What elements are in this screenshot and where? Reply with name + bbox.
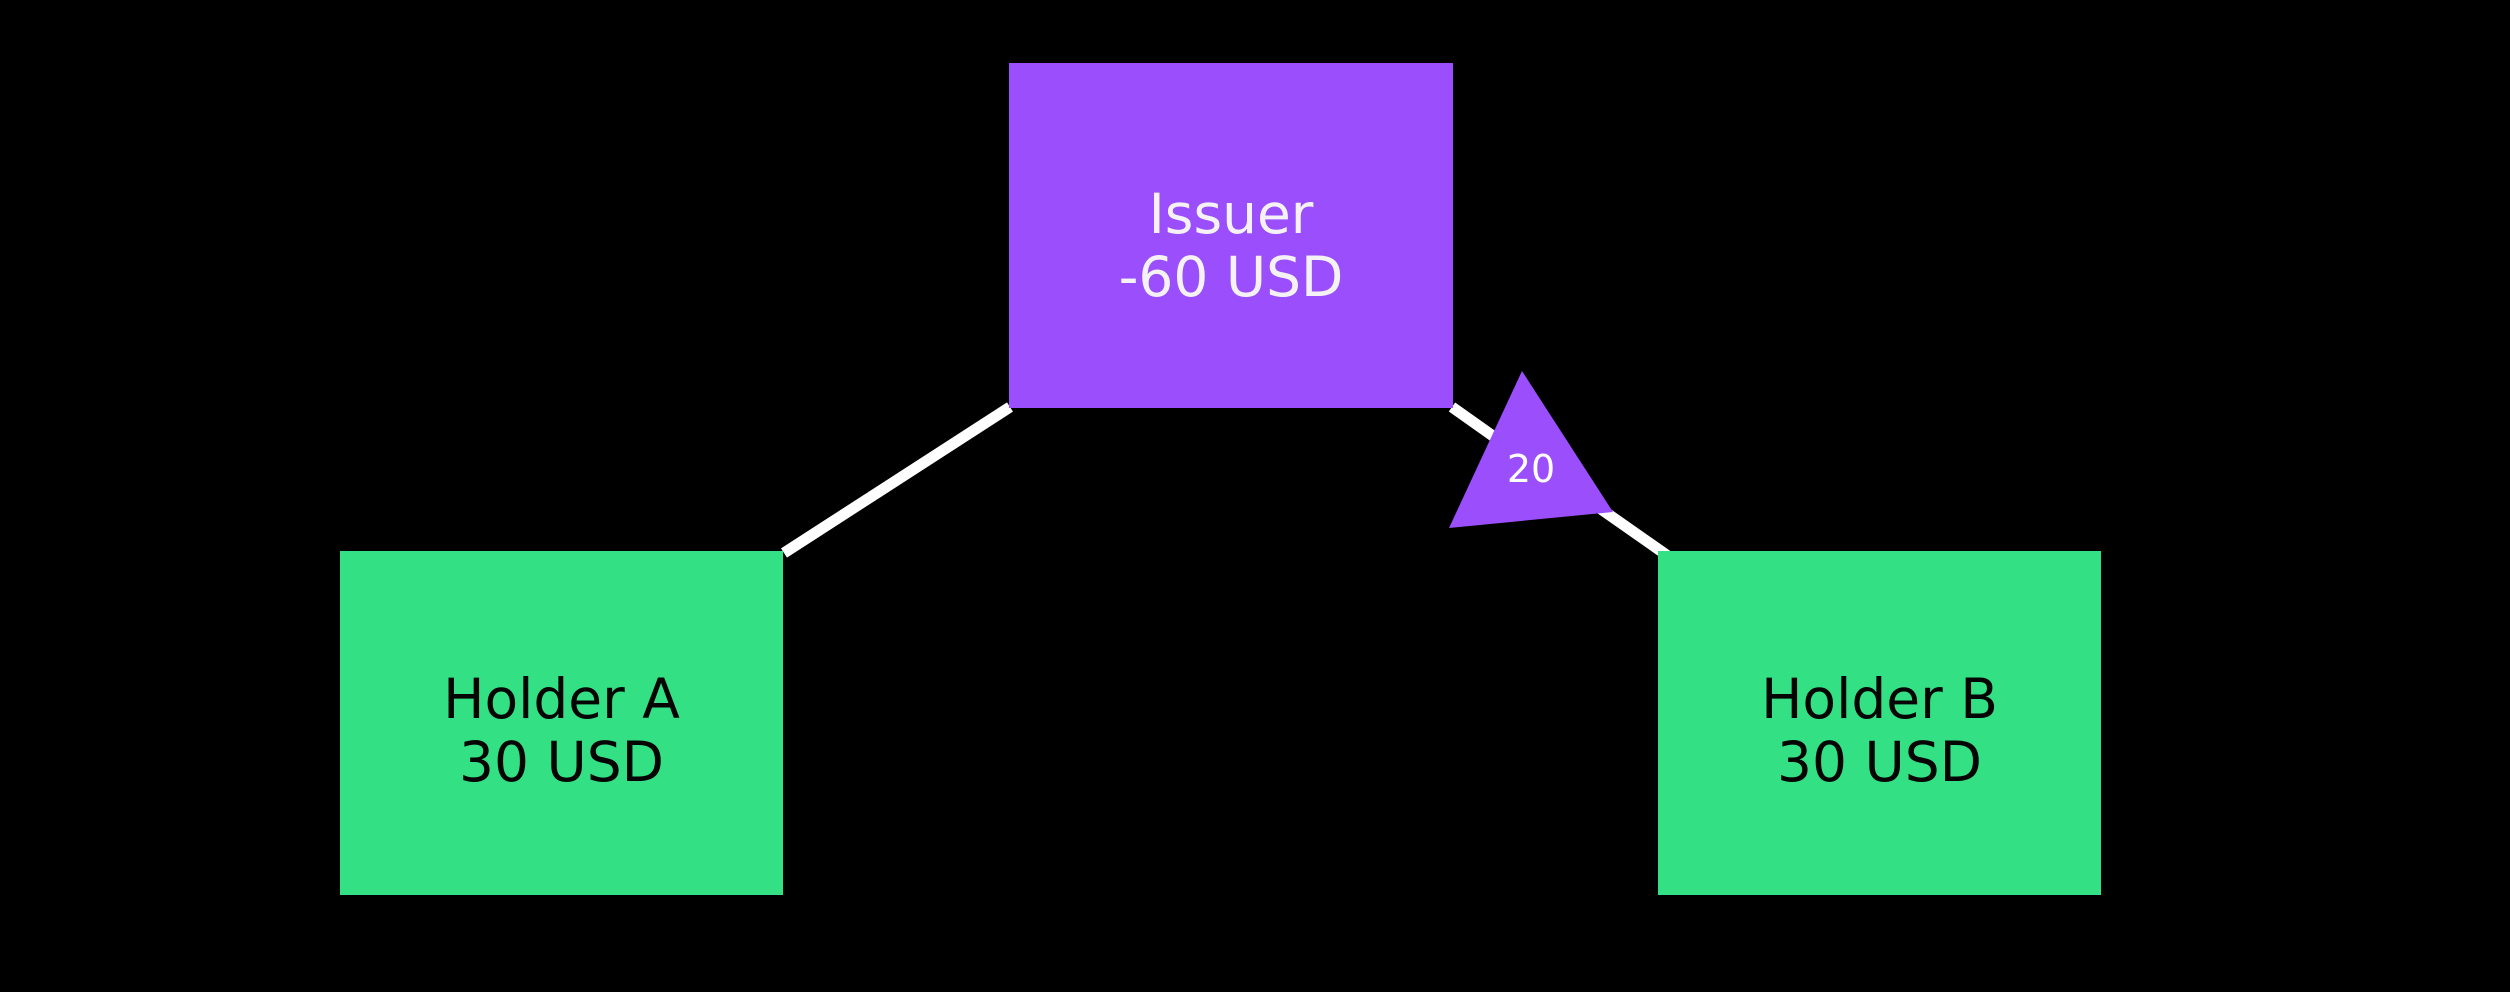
node-issuer[interactable]: Issuer -60 USD	[1009, 63, 1453, 408]
edge-label-transfer-amount: 20	[1506, 447, 1556, 491]
node-holder-b-amount: 30 USD	[1777, 730, 1982, 794]
edge-triangle-to-holder-b	[1594, 502, 1672, 561]
node-issuer-name: Issuer	[1148, 181, 1314, 246]
edge-issuer-to-triangle	[1448, 402, 1504, 446]
edge-marker-triangle-icon	[1449, 371, 1613, 528]
node-issuer-amount: -60 USD	[1118, 244, 1344, 309]
node-holder-a[interactable]: Holder A 30 USD	[340, 551, 783, 895]
node-holder-a-amount: 30 USD	[459, 730, 664, 794]
edge-issuer-to-holder-a	[781, 402, 1013, 558]
node-holder-a-name: Holder A	[443, 667, 680, 732]
node-holder-b[interactable]: Holder B 30 USD	[1658, 551, 2101, 895]
node-holder-b-name: Holder B	[1761, 667, 1998, 732]
